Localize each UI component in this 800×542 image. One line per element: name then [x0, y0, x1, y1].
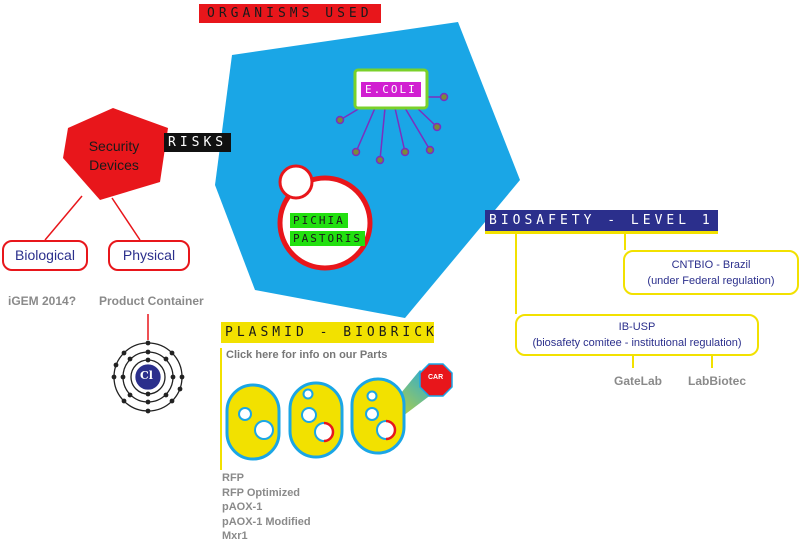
chlorine-atom-icon — [111, 340, 185, 414]
security-line2: Devices — [89, 157, 139, 173]
part-item[interactable]: pAOX-1 — [222, 501, 263, 513]
ecoli-label: E.COLI — [361, 82, 421, 97]
plasmid-cell-2 — [288, 381, 344, 459]
product-container-label: Product Container — [99, 294, 204, 308]
part-item[interactable]: RFP Optimized — [222, 486, 301, 499]
physical-box[interactable]: Physical — [108, 240, 190, 271]
organisms-pentagon — [215, 22, 520, 318]
cntbio-box[interactable]: CNTBIO - Brazil (under Federal regulatio… — [623, 250, 799, 295]
igem-label: iGEM 2014? — [8, 294, 77, 308]
security-devices-pentagon — [63, 108, 168, 200]
pichia-bud — [278, 164, 314, 200]
stop-sign-icon — [419, 363, 453, 397]
connector-line — [44, 195, 83, 241]
parts-info-link[interactable]: Click here for info on our Parts — [226, 349, 388, 361]
ibusp-line2: (biosafety comitee - institutional regul… — [532, 337, 742, 349]
ibusp-box[interactable]: IB-USP (biosafety comitee - institutiona… — [515, 314, 759, 356]
biosafety-connectors — [515, 234, 713, 368]
chlorine-symbol: Cl — [140, 369, 153, 382]
part-item[interactable]: Mxr1 — [222, 530, 248, 542]
plasmid-cell-3 — [350, 377, 406, 455]
plasmid-title: PLASMID - BIOBRICK — [221, 322, 434, 343]
labbiotec-label: LabBiotec — [688, 374, 747, 388]
risks-label: RISKS — [164, 133, 232, 152]
security-line1: Security — [88, 138, 140, 154]
organisms-title: ORGANISMS USED — [199, 4, 381, 23]
plasmid-cell-1 — [225, 383, 281, 461]
ibusp-line1: IB-USP — [618, 321, 656, 333]
part-item[interactable]: pAOX-1 Modified — [222, 515, 311, 528]
biological-box[interactable]: Biological — [2, 240, 88, 271]
pichia-label-line2: PASTORIS — [290, 231, 365, 246]
security-devices-label: Security Devices — [68, 137, 160, 175]
gatelab-label: GateLab — [614, 374, 663, 388]
pichia-label-line1: PICHIA — [290, 213, 348, 228]
cntbio-line1: CNTBIO - Brazil — [671, 259, 751, 271]
cntbio-line2: (under Federal regulation) — [647, 275, 775, 287]
part-item[interactable]: RFP — [222, 472, 244, 484]
biosafety-title: BIOSAFETY - LEVEL 1 — [485, 210, 718, 234]
connector-line — [111, 197, 141, 241]
stop-sign-text: CAR — [428, 374, 444, 381]
